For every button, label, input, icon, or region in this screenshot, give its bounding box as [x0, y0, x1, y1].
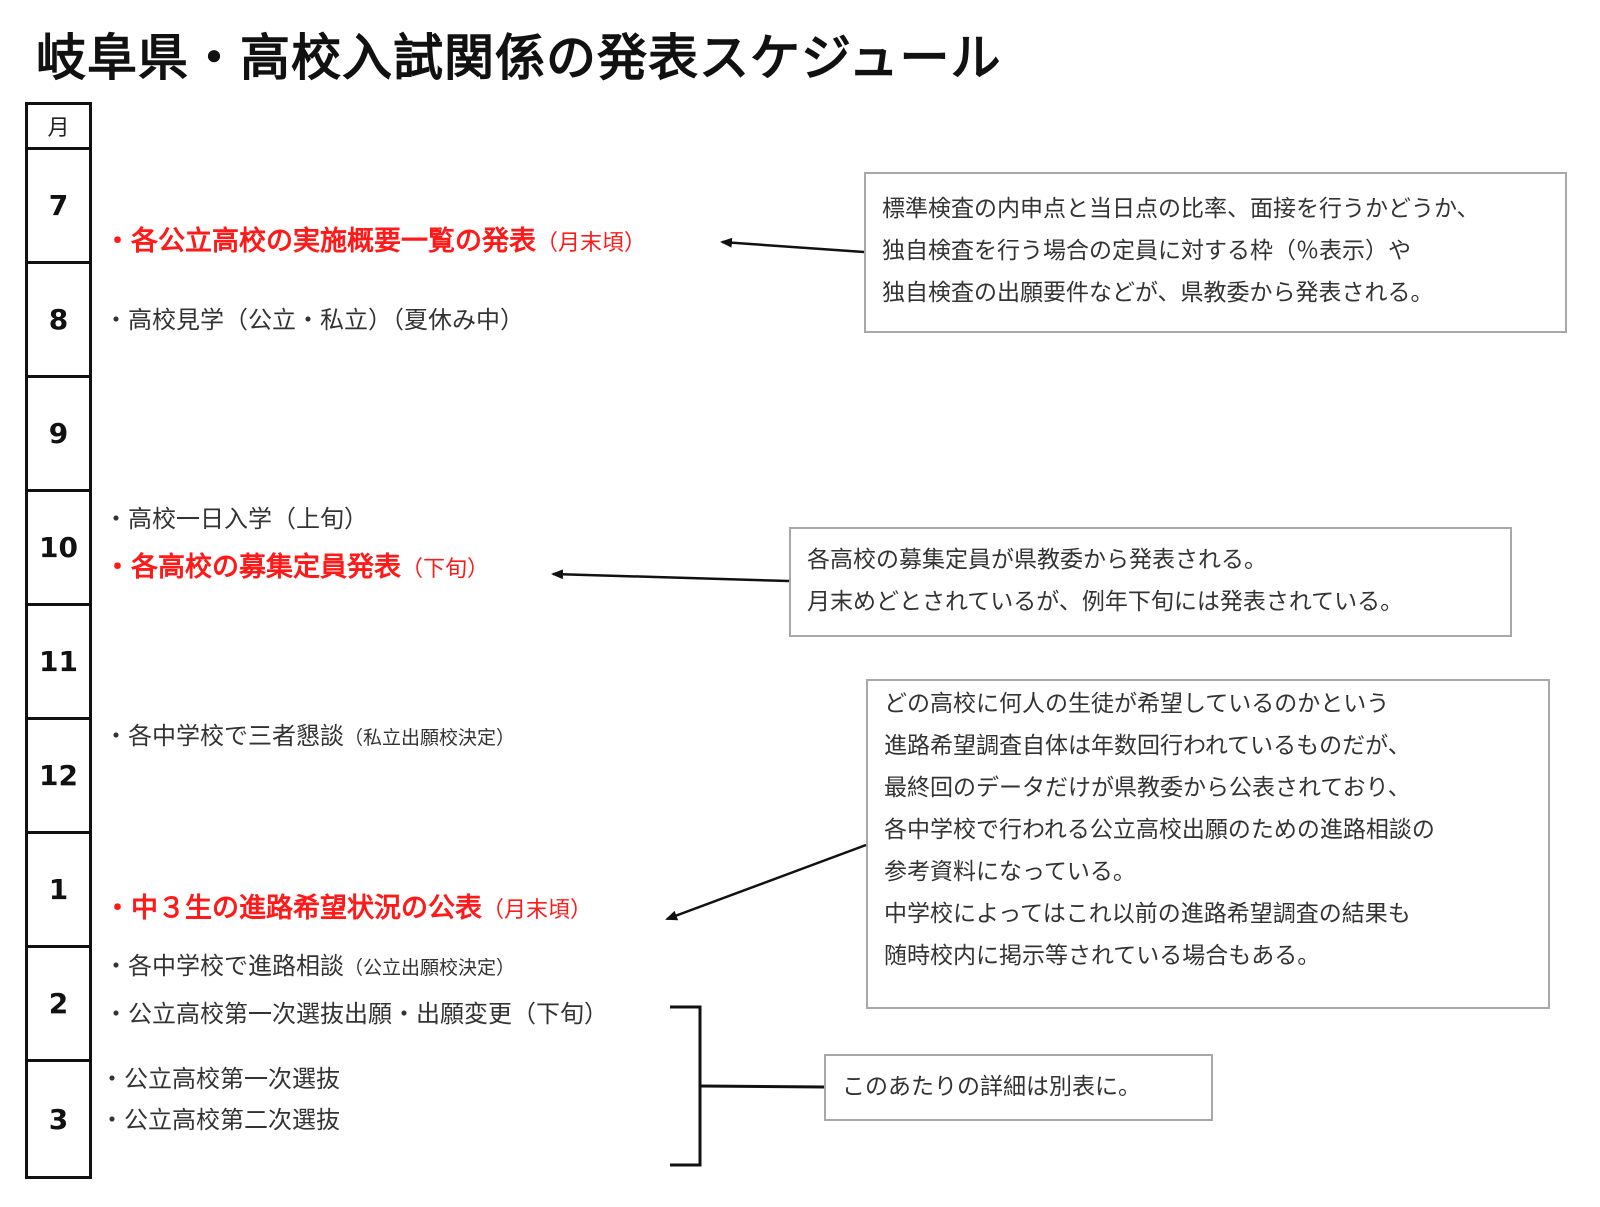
note-survey-line: どの高校に何人の生徒が希望しているのかという: [884, 691, 1390, 717]
arrow-quota: [551, 569, 790, 583]
event-feb-consult-note: （公立出願校決定）: [344, 957, 516, 979]
arrow-summary: [720, 237, 865, 254]
month-timeline: 月 7 8 9 10 11 12 1 2 3: [25, 102, 92, 1179]
event-feb-apply: ・公立高校第一次選抜出願・出願変更（下旬）: [104, 994, 608, 1029]
event-oct-trial: ・高校一日入学（上旬）: [104, 499, 368, 534]
bracket-link: [699, 1084, 825, 1089]
event-mar-first-text: ・公立高校第一次選抜: [100, 1065, 340, 1093]
month-cell-12: 12: [28, 720, 89, 834]
note-summary-line: 標準検査の内申点と当日点の比率、面接を行うかどうか、: [882, 196, 1480, 222]
arrow-survey: [665, 843, 867, 921]
note-survey-line: 最終回のデータだけが県教委から公表されており、: [884, 775, 1411, 801]
event-jan-survey: ・中３生の進路希望状況の公表（月末頃）: [104, 886, 592, 925]
month-cell-7: 7: [28, 150, 89, 264]
page-title: 岐阜県・高校入試関係の発表スケジュール: [36, 29, 1002, 87]
note-survey: どの高校に何人の生徒が希望しているのかという 進路希望調査自体は年数回行われてい…: [866, 679, 1550, 1009]
note-survey-line: 参考資料になっている。: [884, 859, 1136, 885]
event-mar-first: ・公立高校第一次選抜: [100, 1059, 340, 1094]
note-survey-line: 各中学校で行われる公立高校出願のための進路相談の: [884, 817, 1435, 843]
note-summary-line: 独自検査の出願要件などが、県教委から発表される。: [882, 280, 1434, 306]
bracket: [670, 1005, 702, 1167]
event-oct-quota: ・各高校の募集定員発表（下旬）: [104, 545, 489, 584]
event-mar-second-text: ・公立高校第二次選抜: [100, 1106, 340, 1134]
event-feb-consult: ・各中学校で進路相談（公立出願校決定）: [104, 946, 515, 981]
month-cell-2: 2: [28, 948, 89, 1062]
event-aug-visit-text: ・高校見学（公立・私立）（夏休み中）: [104, 306, 524, 334]
note-quota-line: 月末めどとされているが、例年下旬には発表されている。: [807, 589, 1404, 615]
note-summary: 標準検査の内申点と当日点の比率、面接を行うかどうか、 独自検査を行う場合の定員に…: [864, 172, 1567, 333]
month-cell-9: 9: [28, 378, 89, 492]
note-details: このあたりの詳細は別表に。: [824, 1054, 1213, 1121]
month-cell-10: 10: [28, 492, 89, 606]
event-jul-summary-note: （月末頃）: [536, 231, 647, 256]
event-jan-survey-text: ・中３生の進路希望状況の公表: [104, 893, 482, 924]
month-cell-1: 1: [28, 834, 89, 948]
note-survey-line: 中学校によってはこれ以前の進路希望調査の結果も: [884, 901, 1411, 927]
event-dec-meeting: ・各中学校で三者懇談（私立出願校決定）: [104, 716, 515, 751]
event-oct-quota-text: ・各高校の募集定員発表: [104, 552, 401, 583]
note-summary-line: 独自検査を行う場合の定員に対する枠（％表示）や: [882, 238, 1411, 264]
note-quota: 各高校の募集定員が県教委から発表される。 月末めどとされているが、例年下旬には発…: [789, 527, 1512, 637]
month-cell-11: 11: [28, 606, 89, 720]
note-details-line: このあたりの詳細は別表に。: [842, 1074, 1141, 1100]
event-jul-summary-text: ・各公立高校の実施概要一覧の発表: [104, 226, 536, 257]
event-dec-meeting-note: （私立出願校決定）: [344, 727, 516, 749]
month-cell-3: 3: [48, 1102, 69, 1136]
event-mar-second: ・公立高校第二次選抜: [100, 1100, 340, 1135]
event-oct-quota-note: （下旬）: [401, 557, 490, 582]
event-jul-summary: ・各公立高校の実施概要一覧の発表（月末頃）: [104, 219, 646, 258]
event-dec-meeting-text: ・各中学校で三者懇談: [104, 722, 344, 750]
note-survey-line: 進路希望調査自体は年数回行われているものだが、: [884, 733, 1411, 759]
event-oct-trial-text: ・高校一日入学（上旬）: [104, 505, 368, 533]
note-quota-line: 各高校の募集定員が県教委から発表される。: [807, 547, 1267, 573]
event-feb-apply-text: ・公立高校第一次選抜出願・出願変更（下旬）: [104, 1000, 608, 1028]
note-survey-line: 随時校内に掲示等されている場合もある。: [884, 943, 1321, 969]
month-cell-8: 8: [28, 264, 89, 378]
event-jan-survey-note: （月末頃）: [482, 898, 593, 923]
event-feb-consult-text: ・各中学校で進路相談: [104, 952, 344, 980]
timeline-header: 月: [28, 105, 89, 150]
event-aug-visit: ・高校見学（公立・私立）（夏休み中）: [104, 300, 524, 335]
